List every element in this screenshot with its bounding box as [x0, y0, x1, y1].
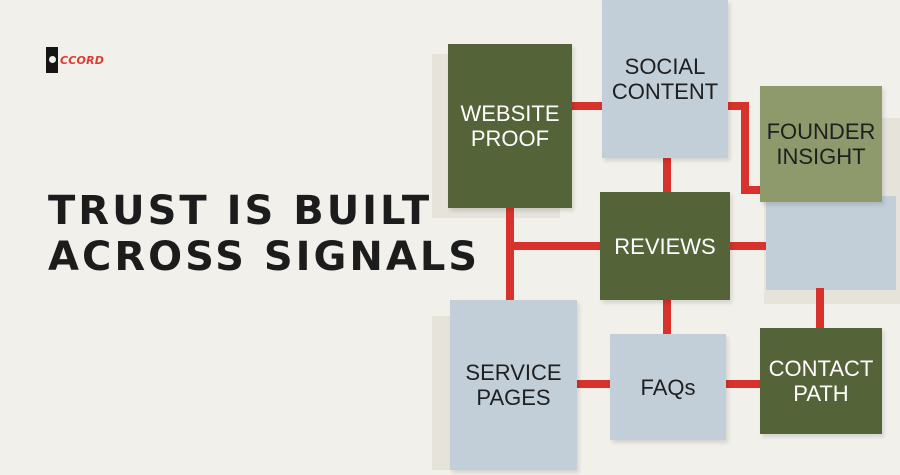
node-reviews-label: REVIEWS [614, 233, 716, 259]
node-reviews: REVIEWS [600, 192, 730, 300]
brand-logo: CCORD [46, 47, 104, 73]
connector-reviews-right [730, 242, 766, 250]
node-service-pages-label: SERVICE PAGES [465, 360, 562, 410]
node-faqs-label: FAQs [640, 374, 696, 400]
logo-mark-icon [46, 47, 58, 73]
node-social-content-label: SOCIAL CONTENT [611, 54, 719, 104]
headline: TRUST IS BUILT ACROSS SIGNALS [48, 188, 481, 280]
connector-service-faqs [577, 380, 611, 388]
connector-social-founder [741, 186, 761, 194]
connector-faqs-contact [726, 380, 760, 388]
node-social-content: SOCIAL CONTENT [602, 0, 728, 158]
node-faqs: FAQs [610, 334, 726, 440]
node-founder-insight: FOUNDER INSIGHT [760, 86, 882, 202]
logo-text: CCORD [60, 53, 105, 67]
node-website-proof-label: WEBSITE PROOF [460, 101, 560, 151]
connector-reviews-faqs [663, 300, 671, 334]
decorative-blue-card [766, 196, 896, 290]
headline-line-1: TRUST IS BUILT [48, 188, 433, 234]
connector-website-service [506, 208, 514, 300]
connector-social-reviews [663, 158, 671, 192]
connector-social-founder [741, 102, 749, 194]
node-contact-path-label: CONTACT PATH [768, 356, 874, 406]
node-service-pages: SERVICE PAGES [450, 300, 577, 470]
connector-social-founder [727, 102, 747, 110]
connector-website-social [572, 102, 604, 110]
node-website-proof: WEBSITE PROOF [448, 44, 572, 208]
node-founder-insight-label: FOUNDER INSIGHT [766, 119, 876, 169]
node-contact-path: CONTACT PATH [760, 328, 882, 434]
connector-website-reviews [506, 242, 600, 250]
headline-line-2: ACROSS SIGNALS [48, 234, 481, 280]
connector-to-contact [816, 288, 824, 328]
